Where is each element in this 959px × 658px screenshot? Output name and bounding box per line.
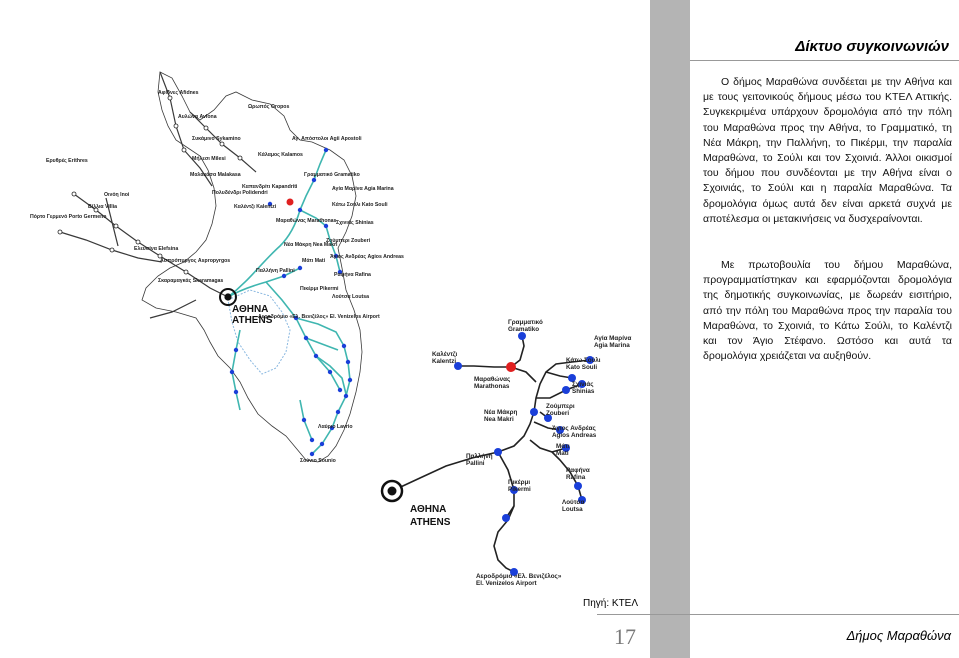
label-aspropyrgos: Ασπρόπυργος Aspropyrgos — [160, 258, 230, 264]
page-number: 17 — [614, 624, 636, 649]
title-rule — [690, 60, 959, 61]
detail-label-nea-makri-en: Nea Makri — [484, 416, 514, 423]
label-milesi: Μήλεσι Milesi — [192, 156, 226, 162]
detail-label-kalentzi: Καλέντζι — [432, 350, 458, 358]
label-elefsina: Ελευσίνα Elefsina — [134, 246, 178, 252]
label-sykamino: Συκάμινο Sykamino — [192, 136, 241, 142]
detail-label-nea-makri: Νέα Μάκρη — [484, 409, 518, 416]
label-porto-germeno: Πόρτο Γερμενό Porto Germeno — [30, 214, 106, 220]
label-kato-souli: Κάτω Σούλι Kato Souli — [332, 202, 388, 208]
label-mati: Μάτι Mati — [302, 258, 326, 264]
detail-label-pallini: Παλλήνη — [466, 452, 493, 460]
detail-label-airport-en: El. Venizelos Airport — [476, 580, 538, 587]
detail-label-loutsa: Λούτσα — [562, 499, 585, 506]
overview-stops — [229, 147, 353, 457]
label-oropos: Ωρωπός Oropos — [248, 104, 289, 110]
detail-label-mati: Μάτι — [556, 443, 570, 450]
paragraph-2-text: Με πρωτοβουλία του δήμου Μαραθώνα, προγρ… — [703, 259, 952, 363]
overview-athens-ring — [219, 288, 237, 306]
detail-label-athina: ΑΘΗΝΑ — [410, 504, 446, 515]
label-ag-apostoloi: Αγ. Απόστολοι Agii Apostoli — [292, 136, 362, 142]
footer-rule — [597, 614, 959, 615]
label-airport: Αεροδρόμιο «Ελ. Βενιζέλος» El. Venizelos… — [258, 314, 380, 320]
overview-marathon-marker — [286, 198, 294, 206]
detail-label-schinias: Σχινιάς — [572, 381, 594, 388]
label-nea-makri: Νέα Μάκρη Nea Makri — [284, 242, 338, 248]
detail-label-kalentzi-en: Kalentzi — [432, 358, 456, 365]
side-gray-bar — [650, 0, 690, 658]
label-pallini: Παλλήνη Pallini — [256, 268, 295, 274]
detail-label-marathonas: Μαραθώνας — [474, 376, 511, 383]
detail-routes — [391, 335, 591, 573]
detail-label-marathonas-en: Marathonas — [474, 383, 510, 390]
label-agia-marina: Αγία Μαρίνα Agia Marina — [332, 186, 394, 192]
label-schinias: Σχινιάς Shinias — [336, 220, 374, 226]
label-lavrio: Λαύριο Lavrio — [318, 424, 353, 430]
detail-label-pikermi: Πικέρμι — [508, 479, 530, 486]
detail-label-agia-marina-en: Agia Marina — [594, 342, 630, 349]
detail-label-zoumperi: Ζούμπερι — [546, 403, 575, 410]
label-loutsa: Λούτσα Loutsa — [332, 294, 369, 300]
source-note: Πηγή: ΚΤΕΛ — [583, 598, 639, 609]
label-athens-overview: ATHENS — [232, 315, 273, 326]
overview-map: Αφίδνες Afidnes Αυλώνα Avlona Συκάμινο S… — [30, 71, 404, 464]
detail-label-rafina: Ραφήνα — [566, 467, 590, 474]
label-afidnes: Αφίδνες Afidnes — [158, 90, 199, 96]
label-kalamos: Κάλαμος Kalamos — [258, 152, 303, 158]
detail-athens-dot — [387, 486, 397, 496]
detail-label-agia-marina: Αγία Μαρίνα — [594, 335, 631, 342]
label-villia: Βίλλια Villia — [88, 204, 117, 210]
detail-label-pikermi-en: Pikermi — [508, 486, 531, 493]
label-kapandriti: Καπανδρίτι Kapandriti — [242, 184, 298, 190]
detail-label-pallini-en: Pallini — [466, 460, 485, 467]
label-pikermi: Πικέρμι Pikermi — [300, 286, 339, 292]
detail-label-loutsa-en: Loutsa — [562, 506, 583, 513]
overview-rail-stations — [57, 95, 243, 275]
label-sounio: Σούνιο Sounio — [300, 458, 336, 464]
label-rafina: Ραφήνα Rafina — [334, 272, 371, 278]
detail-label-grammatiko: Γραμματικό — [508, 319, 543, 326]
detail-label-zoumperi-en: Zouberi — [546, 410, 569, 417]
detail-label-kato-souli-en: Kato Souli — [566, 364, 597, 371]
label-marathonas: Μαραθώνας Marathonas — [276, 218, 337, 224]
detail-label-schinias-en: Shinias — [572, 388, 595, 395]
paragraph-1: Ο δήμος Μαραθώνα συνδέεται με την Αθήνα … — [703, 75, 952, 227]
detail-marathon-marker — [506, 362, 516, 372]
paragraph-1-text: Ο δήμος Μαραθώνα συνδέεται με την Αθήνα … — [703, 76, 952, 225]
overview-athens-dot — [224, 293, 232, 301]
label-polydendri: Πολυδένδρι Polidendri — [212, 190, 268, 196]
label-malakasa: Μαλακάσα Malakasa — [190, 172, 241, 178]
detail-map: Γραμματικό Gramatiko Αγία Μαρίνα Agia Ma… — [380, 319, 631, 587]
section-title: Δίκτυο συγκοινωνιών — [795, 38, 949, 55]
label-kalentzi: Καλέντζι Kalentzi — [234, 204, 277, 210]
label-eretria: Ερυθρές Erithres — [46, 158, 88, 164]
detail-label-rafina-en: Rafina — [566, 474, 586, 481]
footer-municipality: Δήμος Μαραθώνα — [846, 628, 951, 643]
attica-coastline — [141, 71, 363, 463]
paragraph-2: Με πρωτοβουλία του δήμου Μαραθώνα, προγρ… — [703, 258, 952, 364]
label-agios-andreas: Άγιος Ανδρέας Agios Andreas — [330, 254, 404, 260]
label-avlona: Αυλώνα Avlona — [178, 114, 217, 120]
detail-label-agios-andreas-en: Agios Andreas — [552, 432, 597, 439]
label-grammatiko: Γραμματικό Gramatiko — [304, 172, 360, 178]
detail-label-athens: ATHENS — [410, 517, 451, 528]
label-athina-overview: ΑΘΗΝΑ — [232, 304, 268, 315]
page-number-box — [600, 618, 650, 658]
detail-label-agios-andreas: Άγιος Ανδρέας — [552, 425, 596, 432]
detail-label-kato-souli: Κάτω Σούλι — [566, 356, 601, 364]
label-skaramangas: Σκαραμαγκάς Skaramagas — [158, 278, 223, 284]
detail-stops — [454, 332, 594, 576]
label-zoumperi: Ζούμπερι Zouberi — [326, 238, 371, 244]
detail-label-airport: Αεροδρόμιο «Ελ. Βενιζέλος» — [476, 572, 562, 580]
detail-label-grammatiko-en: Gramatiko — [508, 326, 539, 333]
label-oinoi: Οινόη Inoi — [104, 192, 130, 198]
detail-label-mati-en: Mati — [556, 450, 569, 457]
athens-basin-route-zone — [227, 289, 291, 375]
